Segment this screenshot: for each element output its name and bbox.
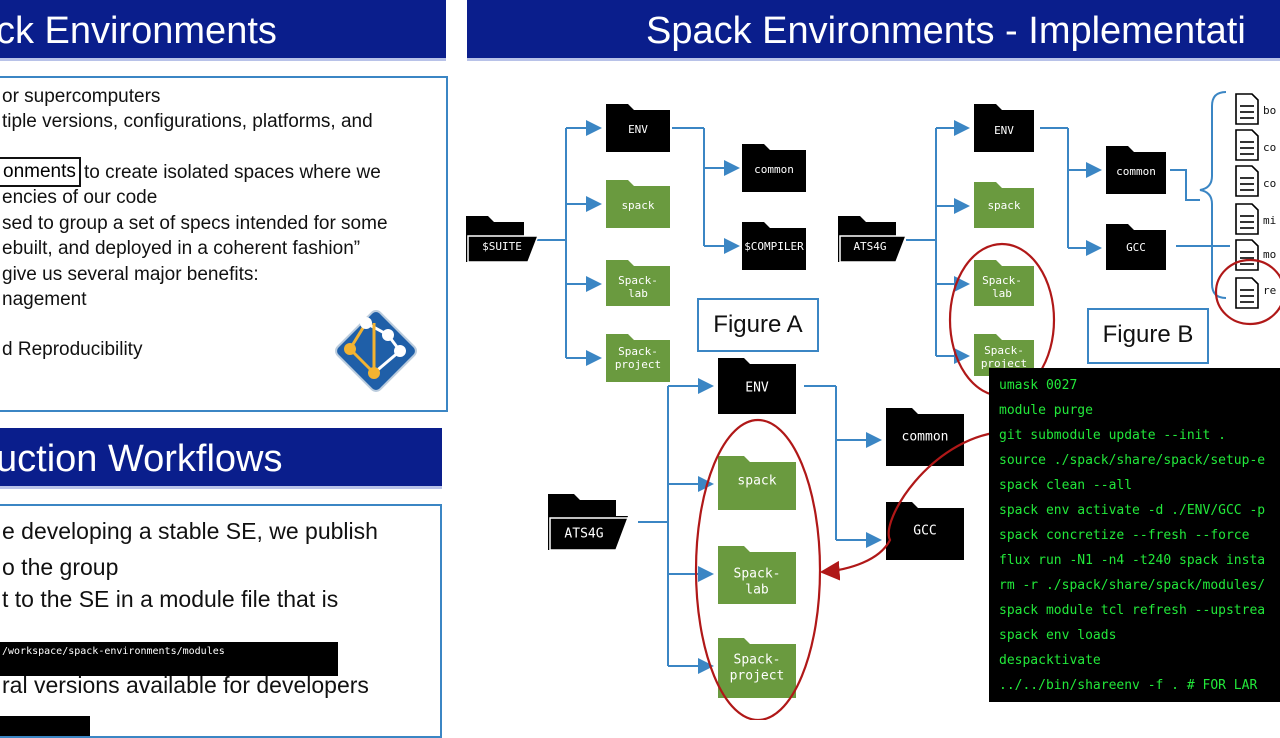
common-folder-icon-top: common (742, 144, 806, 192)
file-icons-figb (1235, 93, 1259, 309)
spack-folder-icon-top: spack (606, 180, 670, 228)
spack-project-folder-label-top-2: project (615, 358, 661, 371)
spack-folder-label-figb: spack (987, 199, 1020, 212)
figure-a-label: Figure A (697, 298, 819, 352)
spack-lab-folder-label-figa-1: Spack- (734, 567, 781, 582)
spack-folder-icon-figa: spack (718, 456, 796, 510)
bullet-line-9: d Reproducibility (2, 339, 143, 360)
spack-folder-label-figa: spack (737, 474, 776, 489)
env-folder-icon-top: ENV (606, 104, 670, 152)
left-slide-banner: ck Environments (0, 0, 446, 61)
terminal-line-2: module purge (999, 403, 1093, 418)
bullet-line-3: to create isolated spaces where we (84, 162, 381, 183)
spack-project-folder-label-top-1: Spack- (618, 345, 658, 358)
bullet-line-2: tiple versions, configurations, platform… (2, 111, 373, 132)
module-path-bar: /workspace/spack-environments/modules (0, 642, 338, 676)
spack-project-folder-icon-figa: Spack- project (718, 638, 796, 698)
env-folder-label-top: ENV (628, 123, 648, 136)
right-slide-banner: Spack Environments - Implementati (467, 0, 1280, 61)
left-slide-title: ck Environments (0, 10, 277, 52)
workflow-line-1: e developing a stable SE, we publish (2, 518, 378, 544)
spack-folder-icon-figb: spack (974, 182, 1034, 228)
spack-lab-folder-label-figa-2: lab (745, 583, 769, 598)
env-folder-icon-figb: ENV (974, 104, 1034, 152)
spack-lab-folder-icon-figb: Spack- lab (974, 260, 1034, 306)
spack-project-folder-icon-top: Spack- project (606, 334, 670, 382)
env-folder-label-figb: ENV (994, 124, 1014, 137)
boxed-word: onments (0, 157, 81, 187)
file-label-6: re (1263, 284, 1277, 297)
gcc-folder-icon-figa: GCC (886, 502, 964, 560)
workflow-line-3: t to the SE in a module file that is (2, 586, 339, 612)
spack-project-folder-label-figa-2: project (730, 669, 785, 684)
env-folder-icon-figa: ENV (718, 358, 796, 414)
ats4g-folder-icon-figa: ATS4G (548, 494, 630, 551)
terminal-line-4: source ./spack/share/spack/setup-e (999, 453, 1266, 468)
spack-lab-folder-label-figb-1: Spack- (982, 274, 1022, 287)
left-content-panel-2: e developing a stable SE, we publish o t… (0, 504, 442, 738)
file-label-5: mo (1263, 248, 1277, 261)
spack-lab-folder-label-figb-2: lab (992, 287, 1012, 300)
ats4g-folder-icon-figb: ATS4G (838, 216, 908, 263)
bullet-line-1: or supercomputers (2, 86, 161, 107)
terminal-line-7: spack concretize --fresh --force (999, 528, 1250, 543)
spack-lab-folder-label-top-1: Spack- (618, 274, 658, 287)
build-script-terminal: umask 0027 module purge git submodule up… (989, 368, 1280, 702)
file-label-1: bo (1263, 104, 1277, 117)
gcc-folder-icon-figb: GCC (1106, 224, 1166, 270)
spack-project-folder-label-figb-2: project (981, 357, 1027, 370)
workflow-line-2: o the group (2, 554, 119, 580)
spack-lab-folder-icon-top: Spack- lab (606, 260, 670, 306)
terminal-line-11: spack env loads (999, 628, 1117, 643)
common-folder-label-top: common (754, 163, 794, 176)
terminal-line-1: umask 0027 (999, 378, 1078, 393)
common-folder-label-figb: common (1116, 165, 1156, 178)
workflow-line-4: ral versions available for developers (2, 672, 369, 698)
compiler-folder-label-top: $COMPILER (744, 240, 804, 253)
bullet-line-4: encies of our code (2, 187, 158, 208)
file-label-4: mi (1263, 214, 1277, 227)
env-folder-label-figa: ENV (745, 381, 769, 396)
spack-project-folder-label-figa-1: Spack- (734, 653, 781, 668)
bullet-line-7: give us several major benefits: (2, 264, 259, 285)
left-slide-banner-2: uction Workflows (0, 428, 442, 489)
terminal-line-3: git submodule update --init . (999, 428, 1226, 443)
terminal-line-9: rm -r ./spack/share/spack/modules/ (999, 578, 1266, 593)
ats4g-folder-label-figa: ATS4G (564, 527, 603, 542)
common-folder-label-figa: common (902, 430, 949, 445)
left-slide-title-2: uction Workflows (0, 438, 283, 480)
terminal-line-8: flux run -N1 -n4 -t240 spack insta (999, 553, 1266, 568)
terminal-line-10: spack module tcl refresh --upstrea (999, 603, 1266, 618)
file-label-3: co (1263, 177, 1277, 190)
ats4g-folder-label-figb: ATS4G (853, 240, 886, 253)
bullet-line-6: ebuilt, and deployed in a coherent fashi… (2, 238, 361, 259)
gcc-folder-label-figb: GCC (1126, 241, 1146, 254)
terminal-line-6: spack env activate -d ./ENV/GCC -p (999, 503, 1266, 518)
compiler-folder-icon-top: $COMPILER (742, 222, 806, 270)
terminal-line-13: ../../bin/shareenv -f . # FOR LAR (999, 678, 1258, 693)
file-label-2: co (1263, 141, 1277, 154)
terminal-line-12: despacktivate (999, 653, 1101, 668)
spack-folder-label-top: spack (621, 199, 654, 212)
gcc-folder-label-figa: GCC (913, 524, 936, 539)
terminal-line-5: spack clean --all (999, 478, 1133, 493)
common-folder-icon-figa: common (886, 408, 964, 466)
environment-diagrams: $SUITE ENV spack Spack- lab Spack- proje… (466, 91, 1280, 720)
bullet-line-5: sed to group a set of specs intended for… (2, 213, 388, 234)
suite-folder-icon: $SUITE (466, 216, 540, 263)
left-content-panel: or supercomputers tiple versions, config… (0, 76, 448, 412)
spack-project-folder-icon-figb: Spack- project (974, 334, 1034, 376)
bullet-line-8: nagement (2, 289, 87, 310)
suite-folder-label: $SUITE (482, 240, 522, 253)
spack-lab-folder-label-top-2: lab (628, 287, 648, 300)
spack-project-folder-label-figb-1: Spack- (984, 344, 1024, 357)
figure-b-label: Figure B (1087, 308, 1209, 364)
boxed-word-text: onments (3, 161, 76, 182)
spack-lab-folder-icon-figa: Spack- lab (718, 546, 796, 604)
spack-logo-icon (335, 310, 417, 392)
common-folder-icon-figb: common (1106, 146, 1166, 194)
right-slide-title: Spack Environments - Implementati (646, 10, 1246, 52)
